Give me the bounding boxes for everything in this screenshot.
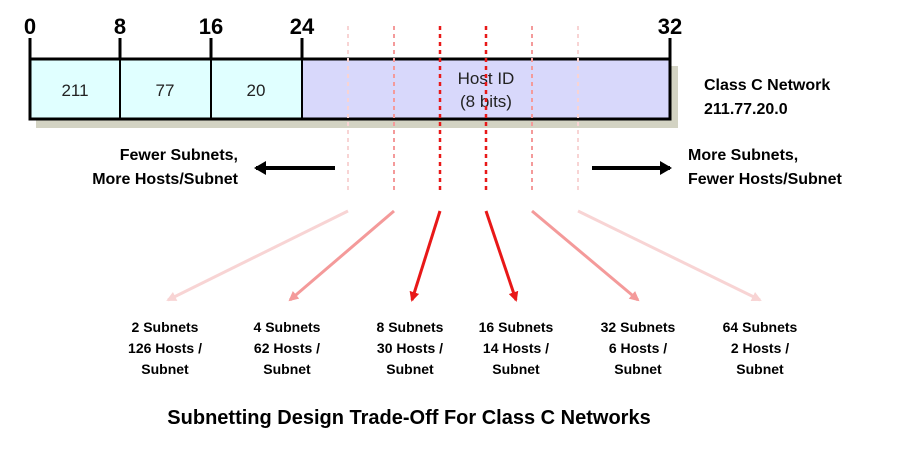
option-subnets: 8 Subnets: [377, 319, 444, 335]
fewer-subnets-label: Fewer Subnets,: [120, 147, 238, 164]
option-subnets: 32 Subnets: [601, 319, 676, 335]
option-64-subnets: 64 Subnets 2 Hosts / Subnet: [723, 319, 798, 377]
network-address-label: 211.77.20.0: [704, 101, 788, 118]
diagram-caption: Subnetting Design Trade-Off For Class C …: [167, 407, 650, 429]
option-arrow-16-subnets: [484, 210, 519, 302]
option-arrow-64-subnets: [577, 209, 762, 302]
bit-tick-32: 32: [658, 14, 682, 39]
subnet-divider-lines: [347, 26, 579, 192]
option-hosts: 2 Hosts /: [731, 340, 789, 356]
address-box-border: [28, 57, 672, 121]
host-id-label: Host ID: [458, 69, 515, 88]
option-subnets: 2 Subnets: [132, 319, 199, 335]
octet-2-value: 77: [156, 81, 175, 100]
option-subnet-word: Subnet: [614, 361, 662, 377]
bit-tick-8: 8: [114, 14, 126, 39]
option-subnet-word: Subnet: [492, 361, 540, 377]
option-subnets: 16 Subnets: [479, 319, 554, 335]
octet-1-value: 211: [61, 81, 88, 100]
option-subnets: 64 Subnets: [723, 319, 798, 335]
option-16-subnets: 16 Subnets 14 Hosts / Subnet: [479, 319, 554, 377]
option-hosts: 126 Hosts /: [128, 340, 202, 356]
option-hosts: 6 Hosts /: [609, 340, 667, 356]
more-subnets-label: More Subnets,: [688, 147, 798, 164]
option-hosts: 62 Hosts /: [254, 340, 320, 356]
option-arrow-2-subnets: [166, 209, 349, 302]
option-arrow-8-subnets: [409, 210, 442, 302]
fewer-hosts-label: Fewer Hosts/Subnet: [688, 171, 842, 188]
bit-tick-16: 16: [199, 14, 223, 39]
bit-tick-marks: [28, 38, 672, 59]
option-4-subnets: 4 Subnets 62 Hosts / Subnet: [254, 319, 321, 377]
network-class-label: Class C Network: [704, 77, 830, 94]
option-arrow-4-subnets: [288, 209, 395, 302]
bit-tick-0: 0: [24, 14, 36, 39]
octet-3-value: 20: [247, 81, 266, 100]
option-2-subnets: 2 Subnets 126 Hosts / Subnet: [128, 319, 202, 377]
option-arrow-32-subnets: [531, 209, 640, 302]
option-subnet-word: Subnet: [736, 361, 784, 377]
option-32-subnets: 32 Subnets 6 Hosts / Subnet: [601, 319, 676, 377]
option-8-subnets: 8 Subnets 30 Hosts / Subnet: [377, 319, 444, 377]
option-hosts: 14 Hosts /: [483, 340, 549, 356]
option-subnet-word: Subnet: [141, 361, 189, 377]
option-subnets: 4 Subnets: [254, 319, 321, 335]
more-hosts-label: More Hosts/Subnet: [92, 171, 238, 188]
option-hosts: 30 Hosts /: [377, 340, 443, 356]
bit-tick-24: 24: [290, 14, 315, 39]
option-subnet-word: Subnet: [386, 361, 434, 377]
option-subnet-word: Subnet: [263, 361, 311, 377]
